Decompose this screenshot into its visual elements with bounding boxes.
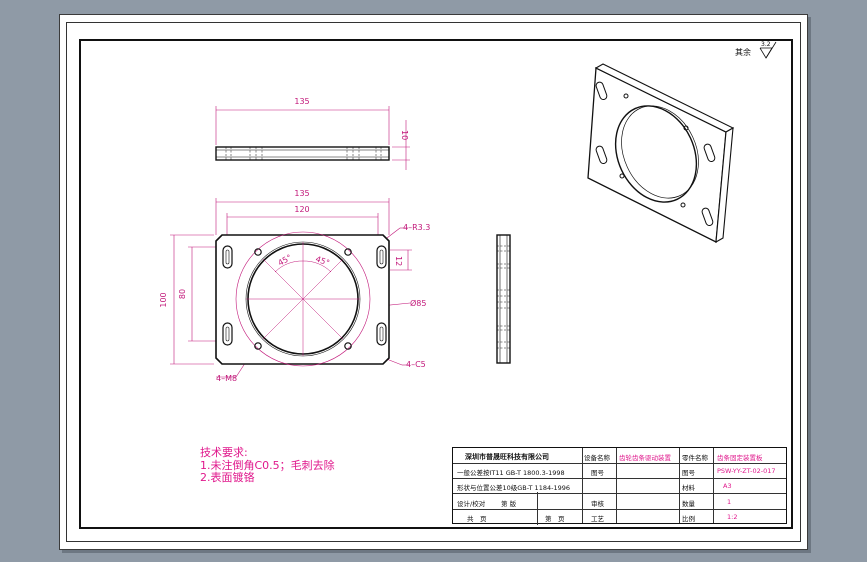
dim-thread-callout: 4–M8 bbox=[216, 374, 237, 383]
isometric-view bbox=[587, 63, 735, 244]
dim-front-height: 100 bbox=[159, 292, 168, 307]
edition-label: 第 版 bbox=[501, 500, 517, 508]
part-label: 零件名称 bbox=[682, 454, 708, 462]
material-label: 材料 bbox=[682, 484, 695, 492]
dim-front-width: 135 bbox=[294, 189, 309, 198]
tolerance-line-1: 一般公差按IT11 GB-T 1800.3-1998 bbox=[457, 469, 565, 477]
tech-title: 技术要求: bbox=[200, 446, 248, 459]
drawing-no-label: 图号 bbox=[682, 469, 695, 477]
approve-label: 审核 bbox=[591, 500, 604, 508]
design-label: 图号 bbox=[591, 469, 604, 477]
dim-bore-diameter: Ø85 bbox=[410, 298, 426, 308]
tech-line-1: 1.未注倒角C0.5；毛刺去除 bbox=[200, 458, 335, 472]
technical-requirements: 技术要求: 1.未注倒角C0.5；毛刺去除 2.表面镀铬 bbox=[200, 446, 335, 485]
project-label: 设备名称 bbox=[584, 454, 610, 462]
dim-top-width: 135 bbox=[294, 97, 309, 106]
dim-slot-length: 12 bbox=[394, 256, 403, 266]
quantity-label: 数量 bbox=[682, 500, 695, 508]
scale-label: 比例 bbox=[682, 515, 695, 523]
sheet-inner-frame bbox=[79, 39, 793, 529]
sheet-outer-frame bbox=[66, 22, 801, 542]
tolerance-line-2: 形状与位置公差10级GB-T 1184-1996 bbox=[457, 484, 570, 492]
title-block: 深圳市普晟旺科技有限公司 设备名称 齿轮齿条驱动装置 零件名称 齿条固定装置板 … bbox=[452, 447, 787, 525]
total-pages-label: 共 页 bbox=[467, 515, 487, 523]
dim-hole-spacing-y: 80 bbox=[178, 289, 187, 299]
roughness-value: 3.2 bbox=[761, 41, 771, 48]
checker-label: 设计/校对 bbox=[457, 500, 486, 508]
side-view bbox=[496, 234, 511, 364]
company-name: 深圳市普晟旺科技有限公司 bbox=[465, 453, 549, 461]
material-value: A3 bbox=[723, 482, 732, 490]
roughness-note: 其余 bbox=[735, 47, 751, 57]
quantity-value: 1 bbox=[727, 498, 732, 506]
part-value: 齿条固定装置板 bbox=[717, 454, 763, 462]
scale-value: 1:2 bbox=[727, 513, 738, 521]
dim-chamfer-callout: 4–C5 bbox=[406, 360, 426, 369]
project-value: 齿轮齿条驱动装置 bbox=[619, 454, 671, 462]
dim-top-thickness: 10 bbox=[400, 130, 409, 140]
top-view: 135 10 bbox=[215, 97, 410, 170]
tech-line-2: 2.表面镀铬 bbox=[200, 471, 255, 484]
drawing-number: PSW-YY-ZT-02-017 bbox=[717, 467, 776, 475]
process-label: 工艺 bbox=[591, 515, 604, 523]
front-view: 135 120 100 80 12 4–R3.3 Ø85 4–C5 4–M8 4… bbox=[159, 189, 430, 383]
page-label: 第 页 bbox=[545, 515, 565, 523]
dim-slot-callout: 4–R3.3 bbox=[403, 223, 430, 232]
dim-hole-spacing-x: 120 bbox=[294, 205, 309, 214]
roughness-symbol: 其余 3.2 bbox=[735, 41, 777, 59]
